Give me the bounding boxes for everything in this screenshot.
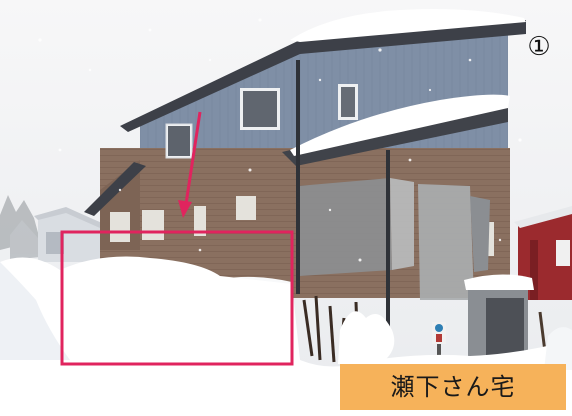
falling-snow	[38, 18, 522, 262]
caption-label: 瀬下さん宅	[340, 364, 566, 410]
neighbour-house-left	[34, 207, 104, 262]
hanging-tarps	[298, 178, 490, 300]
window	[110, 212, 130, 242]
main-roof	[120, 20, 526, 132]
window	[142, 210, 164, 240]
window	[236, 196, 256, 220]
neighbour-house-right	[514, 206, 572, 300]
roadside-sign	[432, 322, 446, 360]
window	[194, 206, 206, 236]
highlight-box	[60, 230, 294, 366]
photo-number-marker: ①	[527, 32, 551, 62]
roof-snow	[290, 9, 526, 42]
shed	[464, 274, 534, 360]
annotation-arrow	[178, 111, 202, 218]
window	[484, 222, 494, 256]
